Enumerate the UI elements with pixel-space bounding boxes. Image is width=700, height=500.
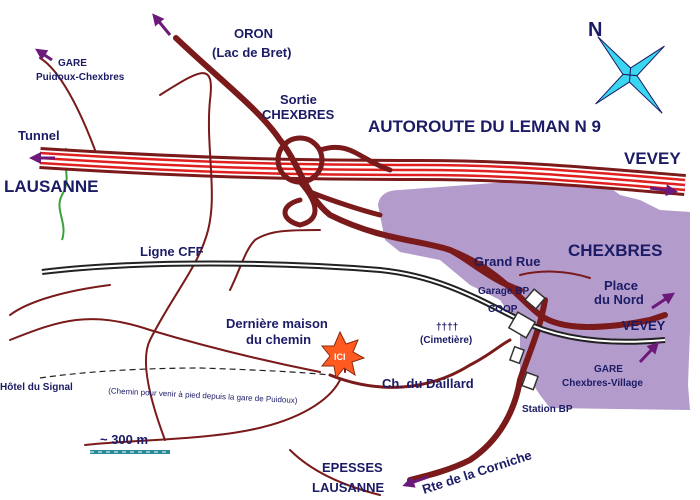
here-label: ICI — [334, 352, 346, 362]
label-lausanne-south: LAUSANNE — [312, 480, 385, 495]
label-gare-chexbres: GARE — [594, 364, 623, 375]
label-sortie-chexbres: CHEXBRES — [262, 107, 335, 122]
label-vevey-east: VEVEY — [622, 318, 666, 333]
label-scale: ~ 300 m — [100, 432, 148, 447]
label-place: Place — [604, 278, 638, 293]
label-oron: ORON — [234, 26, 273, 41]
label-cemetery-crosses: †††† — [436, 322, 458, 333]
star-burst-icon — [320, 330, 366, 380]
label-du-nord: du Nord — [594, 292, 644, 307]
label-lausanne-west: LAUSANNE — [4, 177, 98, 196]
label-grand-rue: Grand Rue — [474, 254, 540, 269]
label-du-chemin: du chemin — [246, 332, 311, 347]
label-tunnel: Tunnel — [18, 128, 60, 143]
label-hotel-du-signal: Hôtel du Signal — [0, 382, 73, 393]
label-coop: COOP — [488, 304, 518, 315]
motorway-a9 — [39, 147, 686, 196]
label-cimetiere: (Cimetière) — [420, 335, 472, 346]
compass-north-label: N — [588, 19, 602, 41]
railway-cff — [41, 260, 666, 345]
direction-arrows — [29, 13, 678, 488]
label-ligne-cff: Ligne CFF — [140, 244, 204, 259]
footpath — [39, 367, 331, 379]
label-gare-puidoux-name: Puidoux-Chexbres — [36, 72, 125, 83]
label-autoroute: AUTOROUTE DU LEMAN N 9 — [368, 117, 601, 136]
label-gare-chexbres-village: Chexbres-Village — [562, 378, 643, 389]
roads — [9, 35, 668, 496]
label-chemin-note: (Chemin pour venir à pied depuis la gare… — [108, 386, 298, 405]
compass-rose-icon — [595, 36, 665, 114]
label-sortie: Sortie — [280, 92, 317, 107]
label-ch-du-daillard: Ch. du Daillard — [382, 376, 474, 391]
buildings — [507, 288, 546, 391]
label-garage-bp: Garage BP — [478, 286, 529, 297]
label-lac-de-bret: (Lac de Bret) — [212, 45, 291, 60]
label-vevey-autoroute: VEVEY — [624, 149, 681, 168]
label-derniere-maison: Dernière maison — [226, 316, 328, 331]
label-chexbres: CHEXBRES — [568, 241, 662, 260]
label-gare-puidoux: GARE — [58, 58, 87, 69]
label-epesses: EPESSES — [322, 460, 383, 475]
label-station-bp: Station BP — [522, 404, 573, 415]
